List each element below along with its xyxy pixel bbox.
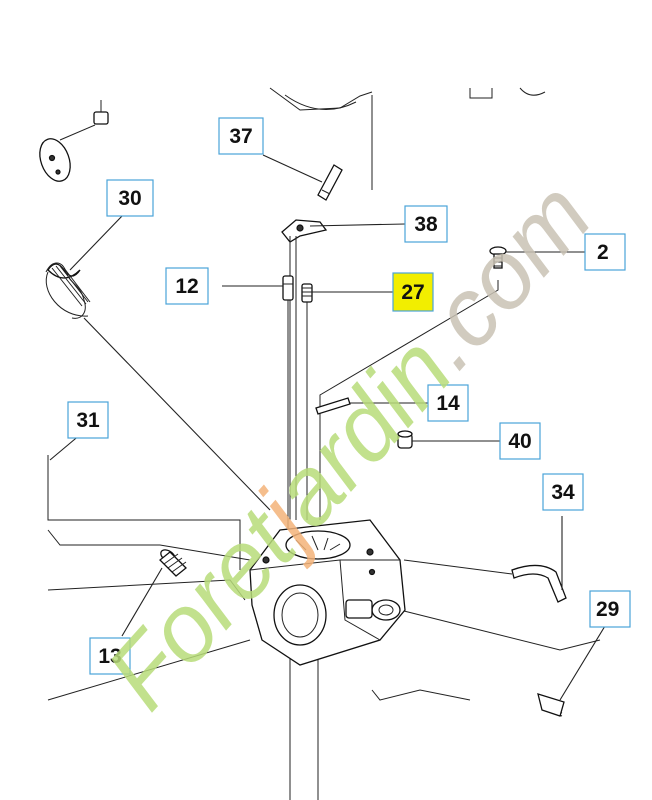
svg-text:14: 14: [436, 392, 460, 415]
background-outline-lines: [47, 87, 601, 800]
svg-text:30: 30: [118, 187, 141, 210]
fitting-part: [159, 549, 187, 577]
callout-29-top: 2: [584, 233, 626, 271]
hose-part: [403, 559, 567, 603]
jet-part: [301, 283, 313, 520]
svg-text:2: 2: [597, 241, 609, 264]
pin-part: [317, 164, 343, 201]
svg-text:37: 37: [229, 125, 252, 148]
callout-34: 34: [542, 473, 584, 511]
spring-part: [45, 262, 91, 319]
leader-lines: [49, 154, 606, 701]
svg-text:31: 31: [76, 409, 100, 432]
callout-27-highlighted: 27: [392, 272, 434, 312]
washer-plate-part: [39, 100, 109, 182]
svg-text:13: 13: [98, 645, 121, 668]
svg-text:29: 29: [596, 598, 619, 621]
callout-14: 14: [427, 384, 469, 422]
shaft-pin-part: [315, 397, 351, 415]
small-spring-part: [537, 693, 565, 717]
callout-29-bottom: 29: [589, 590, 631, 628]
callout-37: 37: [218, 117, 264, 155]
svg-text:40: 40: [508, 430, 531, 453]
callout-40: 40: [499, 422, 541, 460]
plug-part: [397, 430, 413, 449]
svg-text:34: 34: [551, 481, 575, 504]
svg-text:38: 38: [414, 213, 438, 236]
svg-text:12: 12: [175, 275, 198, 298]
svg-text:27: 27: [401, 281, 424, 304]
carburetor-body-part: [249, 519, 406, 666]
screw-part: [319, 246, 507, 520]
callout-31: 31: [67, 401, 109, 439]
callout-13: 13: [89, 637, 131, 675]
callout-38: 38: [404, 205, 448, 243]
callout-12: 12: [165, 267, 209, 305]
callout-30: 30: [106, 179, 154, 217]
